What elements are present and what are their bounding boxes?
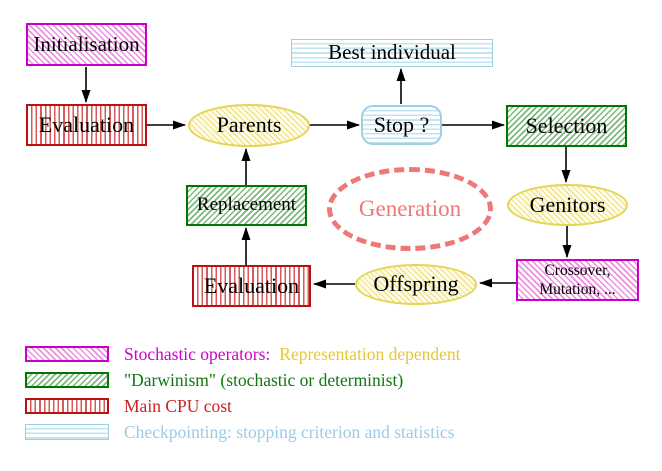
legend-cpu-cost-label: Main CPU cost [124, 395, 232, 416]
node-genitors-label: Genitors [529, 191, 606, 217]
node-crossover-label-line2: Mutation, ... [539, 281, 616, 298]
node-parents: Parents [188, 104, 310, 147]
node-best-individual: Best individual [291, 39, 493, 67]
node-stop: Stop ? [361, 105, 442, 145]
node-replacement: Replacement [186, 185, 307, 226]
node-genitors: Genitors [507, 184, 628, 226]
legend-item-darwinism: "Darwinism" (stochastic or determinist) [25, 370, 403, 390]
legend-item-checkpointing: Checkpointing: stopping criterion and st… [25, 422, 455, 442]
generation-loop-ellipse: Generation [327, 167, 493, 251]
node-selection-label: Selection [525, 112, 608, 138]
legend-item-main-cpu-cost: Main CPU cost [25, 396, 232, 416]
legend-stochastic-label: Stochastic operators: [124, 343, 271, 364]
node-selection: Selection [506, 105, 627, 147]
node-stop-label: Stop ? [373, 111, 430, 137]
node-initialisation: Initialisation [26, 23, 147, 66]
node-parents-label: Parents [216, 112, 282, 138]
green-diagonal-hatch-swatch-icon [25, 372, 109, 388]
generation-label: Generation [358, 196, 462, 222]
node-initialisation-label: Initialisation [33, 31, 140, 56]
node-best-individual-label: Best individual [328, 40, 456, 65]
legend-item-stochastic-operators: Stochastic operators: Representation dep… [25, 344, 461, 364]
node-evaluation-top: Evaluation [26, 104, 147, 146]
legend-checkpointing-label: Checkpointing: stopping criterion and st… [124, 421, 455, 442]
red-vertical-lines-swatch-icon [25, 398, 109, 414]
legend-darwinism-label: "Darwinism" (stochastic or determinist) [124, 369, 404, 390]
node-crossover-label-line1: Crossover, [544, 261, 611, 279]
magenta-diagonal-hatch-swatch-icon [25, 346, 109, 362]
node-crossover-mutation: Crossover, Mutation, ... [516, 259, 639, 301]
blue-horizontal-lines-swatch-icon [25, 424, 109, 440]
node-replacement-label: Replacement [196, 194, 297, 216]
node-offspring: Offspring [355, 264, 477, 305]
node-evaluation-bottom-label: Evaluation [203, 272, 300, 298]
node-evaluation-bottom: Evaluation [192, 265, 311, 307]
node-offspring-label: Offspring [373, 271, 459, 297]
node-evaluation-top-label: Evaluation [38, 111, 135, 137]
legend-representation-label: Representation dependent [279, 343, 461, 364]
